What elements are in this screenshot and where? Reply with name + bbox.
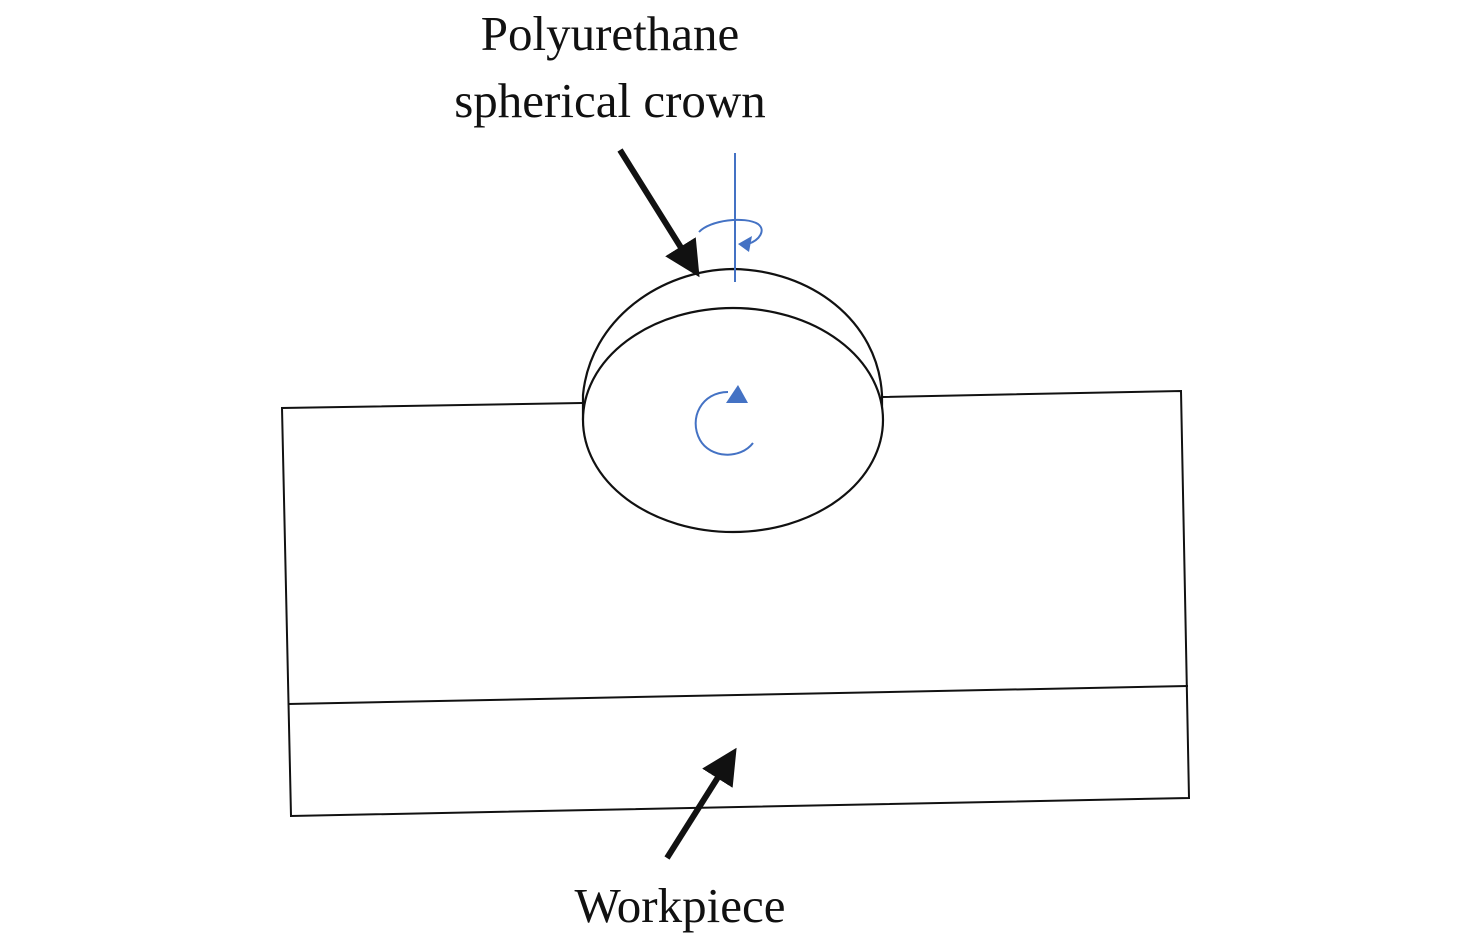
workpiece-divider-line [287,685,1189,705]
rotation-indicators [694,153,763,456]
axis-rotation-arrow-icon [698,218,763,245]
spin-rotation-arrow-icon [694,391,754,456]
crown-label-line2: spherical crown [454,73,766,128]
crown-label-line1: Polyurethane [481,6,740,61]
spherical-crown [581,267,885,534]
crown-pointer-arrow-icon [617,148,700,278]
workpiece-body [280,389,1191,818]
workpiece-label: Workpiece [574,878,785,933]
workpiece-pointer-arrow-icon [664,747,737,860]
